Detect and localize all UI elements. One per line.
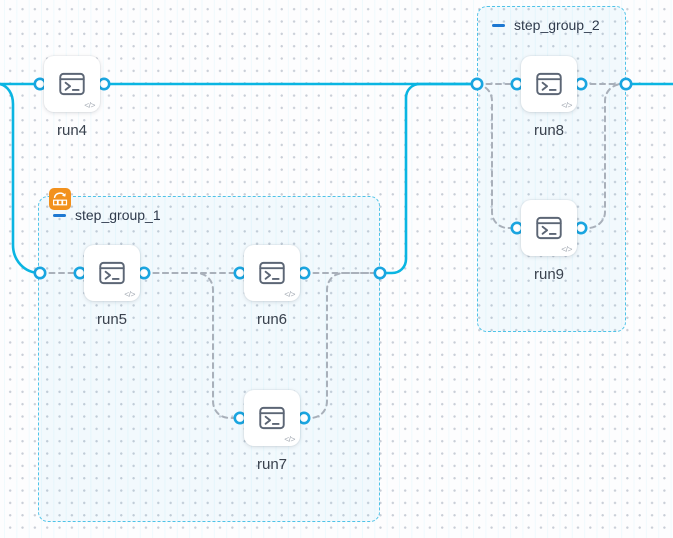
- node-label-run8: run8: [533, 122, 565, 139]
- group-header: step_group_1: [53, 207, 161, 223]
- node-label-run5: run5: [96, 311, 128, 328]
- collapse-group-icon[interactable]: [53, 213, 66, 217]
- task-node-run5[interactable]: </>: [84, 245, 140, 301]
- terminal-icon: [99, 261, 125, 285]
- terminal-icon: [536, 72, 562, 96]
- group-type-badge-icon: [49, 188, 71, 210]
- code-icon: </>: [124, 289, 135, 299]
- code-icon: </>: [284, 434, 295, 444]
- node-label-run7: run7: [256, 456, 288, 473]
- node-label-run9: run9: [533, 266, 565, 283]
- terminal-icon: [259, 261, 285, 285]
- code-icon: </>: [284, 289, 295, 299]
- node-label-run6: run6: [256, 311, 288, 328]
- code-icon: </>: [84, 100, 95, 110]
- edge-step-group-1-to-step-group-2: [378, 82, 479, 275]
- connection-handle-run4-right[interactable]: [97, 77, 111, 91]
- task-node-run4[interactable]: </>: [44, 56, 100, 112]
- terminal-icon: [59, 72, 85, 96]
- task-node-run7[interactable]: </>: [244, 390, 300, 446]
- task-node-run8[interactable]: </>: [521, 56, 577, 112]
- task-node-run9[interactable]: </>: [521, 200, 577, 256]
- terminal-icon: [259, 406, 285, 430]
- task-node-run6[interactable]: </>: [244, 245, 300, 301]
- code-icon: </>: [561, 244, 572, 254]
- group-label: step_group_1: [75, 207, 161, 223]
- code-icon: </>: [561, 100, 572, 110]
- node-label-run4: run4: [56, 122, 88, 139]
- terminal-icon: [536, 216, 562, 240]
- edge-input-to-step-group-1: [0, 82, 42, 275]
- group-step_group_2[interactable]: step_group_2: [477, 6, 626, 332]
- group-label: step_group_2: [514, 17, 600, 33]
- group-header: step_group_2: [492, 17, 600, 33]
- collapse-group-icon[interactable]: [492, 23, 505, 27]
